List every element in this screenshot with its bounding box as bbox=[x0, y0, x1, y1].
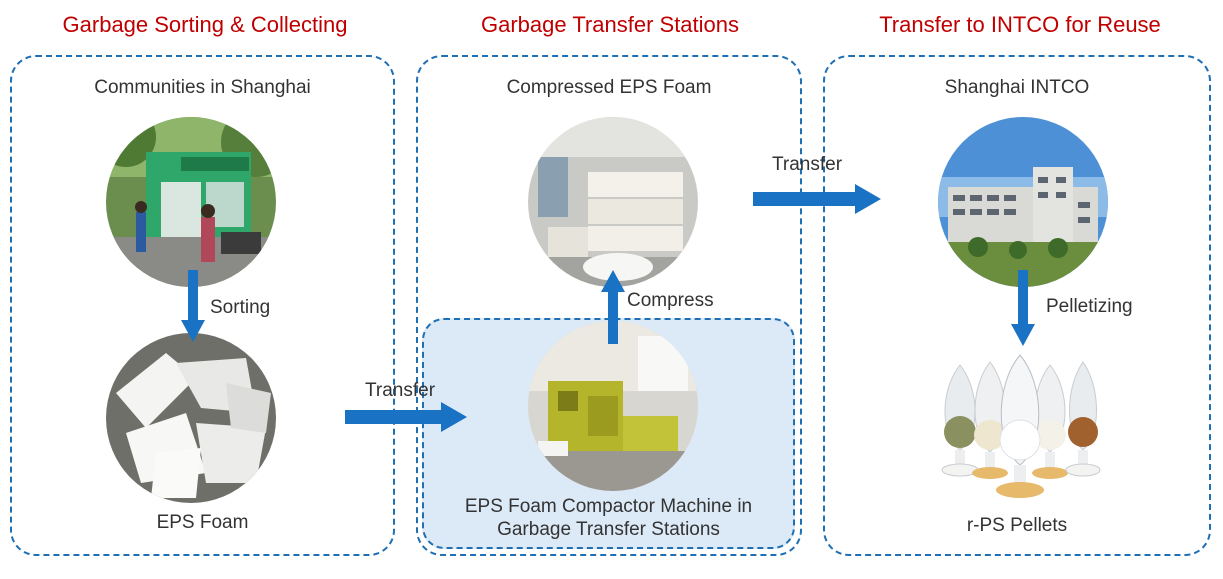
label-transfer-1: Transfer bbox=[365, 380, 436, 401]
label-sorting: Sorting bbox=[210, 297, 271, 318]
photo-eps-foam bbox=[106, 333, 276, 503]
label-rps-pellets: r-PS Pellets bbox=[966, 515, 1068, 536]
photo-compactor-machine bbox=[528, 321, 698, 491]
label-eps-foam: EPS Foam bbox=[156, 512, 249, 533]
arrow-transfer-1 bbox=[345, 402, 467, 432]
photo-rps-pellets bbox=[935, 350, 1105, 505]
photo-community-kiosk bbox=[106, 117, 276, 287]
arrow-compress bbox=[601, 270, 625, 344]
arrow-sorting bbox=[181, 270, 205, 342]
panel-collecting bbox=[10, 55, 395, 556]
label-transfer-2: Transfer bbox=[772, 154, 843, 175]
column-heading-transfer-stations: Garbage Transfer Stations bbox=[480, 12, 740, 37]
label-pelletizing: Pelletizing bbox=[1046, 296, 1133, 317]
label-compactor-line-2: Garbage Transfer Stations bbox=[497, 519, 720, 540]
subtitle-communities: Communities in Shanghai bbox=[94, 77, 311, 98]
photo-intco-factory bbox=[938, 117, 1108, 287]
panel-reuse bbox=[823, 55, 1211, 556]
subtitle-shanghai-intco: Shanghai INTCO bbox=[944, 77, 1090, 98]
label-compactor-line-1: EPS Foam Compactor Machine in bbox=[464, 496, 753, 517]
subtitle-compressed-eps: Compressed EPS Foam bbox=[506, 77, 712, 98]
column-heading-collecting: Garbage Sorting & Collecting bbox=[62, 12, 348, 37]
panel-transfer-stations bbox=[416, 55, 802, 556]
label-compress: Compress bbox=[627, 290, 714, 311]
arrow-transfer-2 bbox=[753, 184, 881, 214]
arrow-pelletizing bbox=[1011, 270, 1035, 346]
column-heading-reuse: Transfer to INTCO for Reuse bbox=[879, 12, 1161, 37]
photo-compressed-eps bbox=[528, 117, 698, 287]
